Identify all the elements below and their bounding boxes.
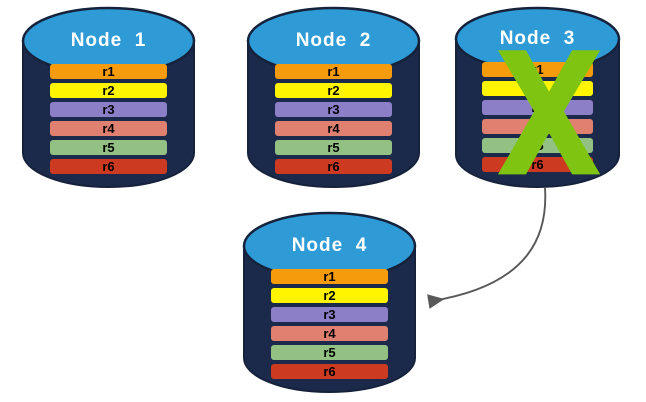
- node-2-row-label-r3: r3: [327, 102, 340, 117]
- node-4-row-label-r2: r2: [323, 288, 336, 303]
- node-2-row-label-r4: r4: [327, 121, 340, 136]
- node-4-row-r1: r1: [271, 269, 388, 284]
- node-3-row-label-r2: r2: [531, 81, 544, 96]
- node-3-row-r6: r6: [482, 157, 593, 172]
- node-3-row-r3: r3: [482, 100, 593, 115]
- node-1-row-label-r6: r6: [102, 159, 115, 174]
- node-3-row-r4: r4: [482, 119, 593, 134]
- node-4-row-r6: r6: [271, 364, 388, 379]
- node-2-row-label-r5: r5: [327, 140, 340, 155]
- node-1-row-label-r5: r5: [102, 140, 115, 155]
- node-1-row-label-r3: r3: [102, 102, 115, 117]
- node-1-row-r5: r5: [50, 140, 167, 155]
- node-1-row-label-r1: r1: [102, 64, 115, 79]
- node-3-row-label-r1: r1: [531, 62, 544, 77]
- node-2-row-r1: r1: [275, 64, 392, 79]
- node-4-row-r2: r2: [271, 288, 388, 303]
- node-2-row-label-r2: r2: [327, 83, 340, 98]
- node-4-row-label-r1: r1: [323, 269, 336, 284]
- node-1-row-label-r2: r2: [102, 83, 115, 98]
- node-1-row-r1: r1: [50, 64, 167, 79]
- node-3-rows: r1 r2 r3 r4 r5 r6: [482, 62, 593, 172]
- node-1-row-label-r4: r4: [102, 121, 115, 136]
- node-1-row-r2: r2: [50, 83, 167, 98]
- node-2-row-label-r6: r6: [327, 159, 340, 174]
- node-3-row-r5: r5: [482, 138, 593, 153]
- node-3-row-r1: r1: [482, 62, 593, 77]
- node-4-row-label-r6: r6: [323, 364, 336, 379]
- node-4-rows: r1 r2 r3 r4 r5 r6: [271, 269, 388, 379]
- node-1-rows: r1 r2 r3 r4 r5 r6: [50, 64, 167, 174]
- node-3-row-label-r6: r6: [531, 157, 544, 172]
- node-2-row-label-r1: r1: [327, 64, 340, 79]
- node-1-row-r3: r3: [50, 102, 167, 117]
- node-2-row-r4: r4: [275, 121, 392, 136]
- node-2-row-r2: r2: [275, 83, 392, 98]
- node-2-row-r3: r3: [275, 102, 392, 117]
- node-3-row-label-r3: r3: [531, 100, 544, 115]
- node-4-row-r4: r4: [271, 326, 388, 341]
- node-3-row-label-r4: r4: [531, 119, 544, 134]
- node-1-row-r6: r6: [50, 159, 167, 174]
- node-2-rows: r1 r2 r3 r4 r5 r6: [275, 64, 392, 174]
- node-1-row-r4: r4: [50, 121, 167, 136]
- node-4-row-label-r3: r3: [323, 307, 336, 322]
- node-2-row-r6: r6: [275, 159, 392, 174]
- node-3-row-label-r5: r5: [531, 138, 544, 153]
- node-4-row-label-r5: r5: [323, 345, 336, 360]
- node-4-row-label-r4: r4: [323, 326, 336, 341]
- node-2-row-r5: r5: [275, 140, 392, 155]
- node-3-row-r2: r2: [482, 81, 593, 96]
- node-4-row-r5: r5: [271, 345, 388, 360]
- node-3-top-ellipse: [454, 6, 621, 72]
- node-4-row-r3: r3: [271, 307, 388, 322]
